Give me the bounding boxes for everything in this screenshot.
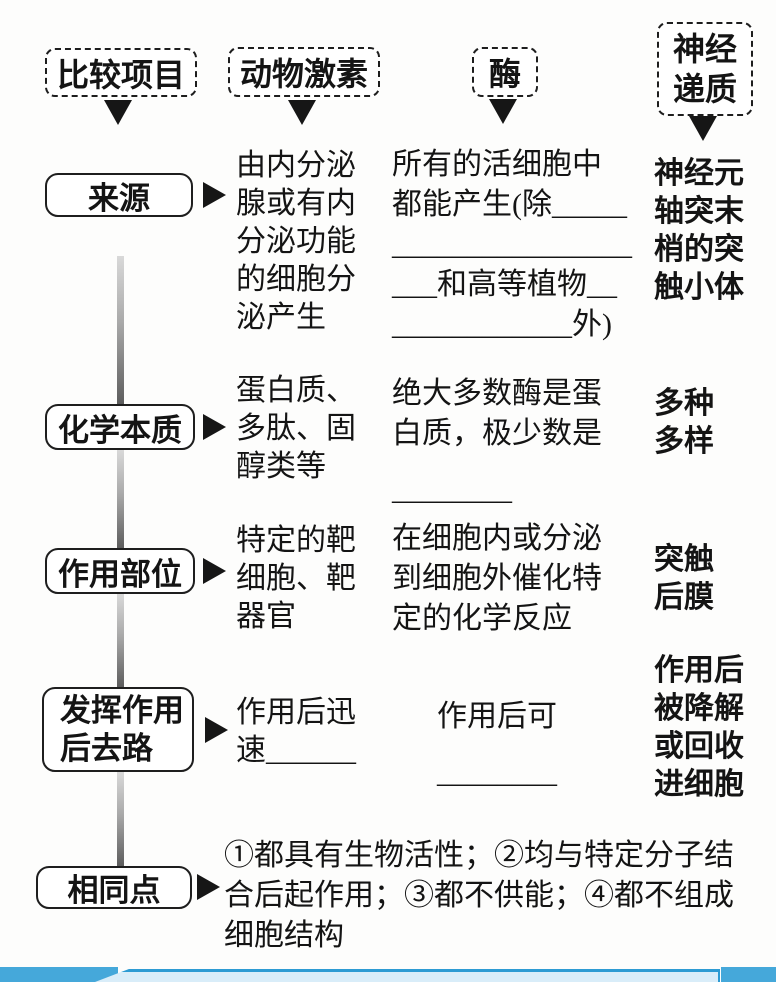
cell-site-enzyme: 在细胞内或分泌 到细胞外催化特 定的化学反应 [392,522,602,635]
arrow-down-icon [104,100,132,125]
header-animal-hormone: 动物激素 [228,47,380,97]
row-label-source-text: 来源 [88,180,150,216]
band-left-block [0,967,118,982]
arrow-right-icon [197,874,220,900]
row-label-fate-after-action: 发挥作用 后去路 [42,687,194,772]
row-label-chemical-nature: 化学本质 [45,404,195,450]
arrow-right-icon [203,182,226,208]
row-label-similarities-text: 相同点 [67,873,161,908]
header-enzyme-label: 酶 [488,56,521,92]
cell-site-neuro: 突触 后膜 [654,543,714,614]
connector-line [117,450,124,548]
arrow-down-icon [489,99,517,124]
row-label-chemical-nature-text: 化学本质 [58,412,182,448]
header-enzyme: 酶 [472,47,538,97]
connector-line [117,772,124,866]
header-neurotransmitter-line1: 神经 [672,31,737,67]
band-right-block [721,967,776,982]
cell-source-hormone: 由内分泌 腺或有内 分泌功能 的细胞分 泌产生 [236,149,356,334]
arrow-right-icon [205,717,228,743]
cell-nature-enzyme: 绝大多数酶是蛋 白质，极少数是 ________ [392,377,602,506]
cell-fate-hormone: 作用后迅 速______ [236,696,356,767]
header-compare-items: 比较项目 [45,48,197,97]
arrow-right-icon [203,558,226,584]
header-neurotransmitter: 神经 递质 [657,22,753,116]
band-panel-top [95,969,720,982]
cell-site-hormone: 特定的靶 细胞、靶 器官 [236,524,356,633]
header-compare-items-label: 比较项目 [56,56,185,93]
cell-similarities: ①都具有生物活性；②均与特定分子结 合后起作用；③都不供能；④都不组成 细胞结构 [224,839,734,952]
header-neurotransmitter-line2: 递质 [672,71,737,107]
row-label-source: 来源 [45,173,193,217]
arrow-down-icon [288,100,316,125]
row-label-action-site-text: 作用部位 [58,556,182,592]
connector-line [117,256,124,404]
cell-nature-neuro: 多种 多样 [654,387,714,458]
cell-source-enzyme: 所有的活细胞中 都能产生(除_____ ________________ ___… [392,148,632,341]
row-label-action-site: 作用部位 [45,548,195,594]
row-label-similarities: 相同点 [36,866,192,909]
arrow-right-icon [203,414,226,440]
header-animal-hormone-label: 动物激素 [239,56,368,92]
connector-line [117,594,124,687]
arrow-down-icon [689,116,717,141]
cell-nature-hormone: 蛋白质、 多肽、固 醇类等 [236,374,356,483]
cell-fate-neuro: 作用后 被降解 或回收 进细胞 [654,654,744,801]
cell-source-neuro: 神经元 轴突末 梢的突 触小体 [654,157,744,304]
cell-fate-enzyme: 作用后可 ________ [437,700,557,789]
